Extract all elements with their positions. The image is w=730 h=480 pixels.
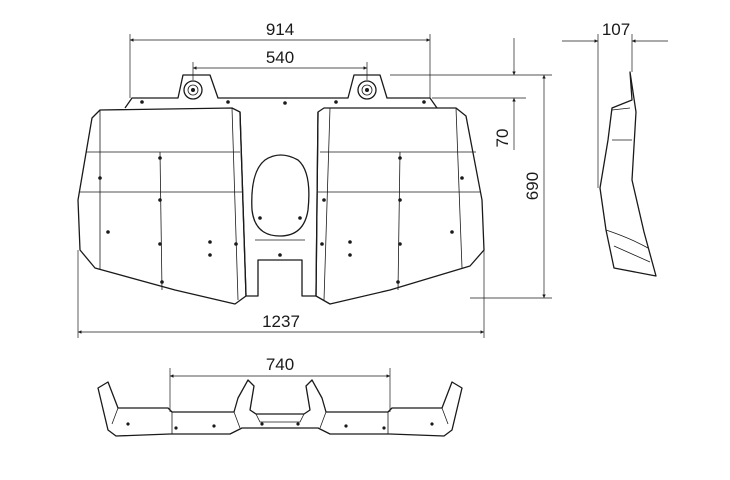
bottom-rivets (126, 422, 434, 430)
dim-label-540: 540 (266, 48, 294, 67)
bottom-profile (97, 379, 463, 437)
dim-label-690: 690 (523, 172, 542, 200)
dimension-740: 740 (169, 355, 391, 412)
dimension-70: 70 (390, 38, 526, 150)
side-profile (599, 71, 657, 277)
dim-label-70: 70 (493, 129, 512, 148)
bottom-view (97, 379, 463, 437)
front-view (77, 74, 485, 305)
dimension-540: 540 (192, 48, 368, 80)
center-window (251, 154, 310, 237)
dimension-107: 107 (562, 20, 668, 188)
center-bridge (239, 111, 319, 297)
mount-hole-left (183, 80, 203, 100)
dim-label-740: 740 (266, 355, 294, 374)
dim-label-914: 914 (266, 20, 294, 39)
dim-label-107: 107 (602, 20, 630, 39)
dimension-690: 690 (470, 74, 552, 299)
left-wing-panel (77, 107, 247, 305)
dim-label-1237: 1237 (262, 312, 300, 331)
right-wing-panel (315, 107, 485, 305)
rivets (98, 100, 464, 284)
dimension-914: 914 (129, 20, 431, 98)
top-mount-plate (124, 74, 438, 109)
side-view (599, 71, 657, 277)
dimension-1237: 1237 (77, 250, 485, 338)
mount-hole-right (357, 80, 377, 100)
